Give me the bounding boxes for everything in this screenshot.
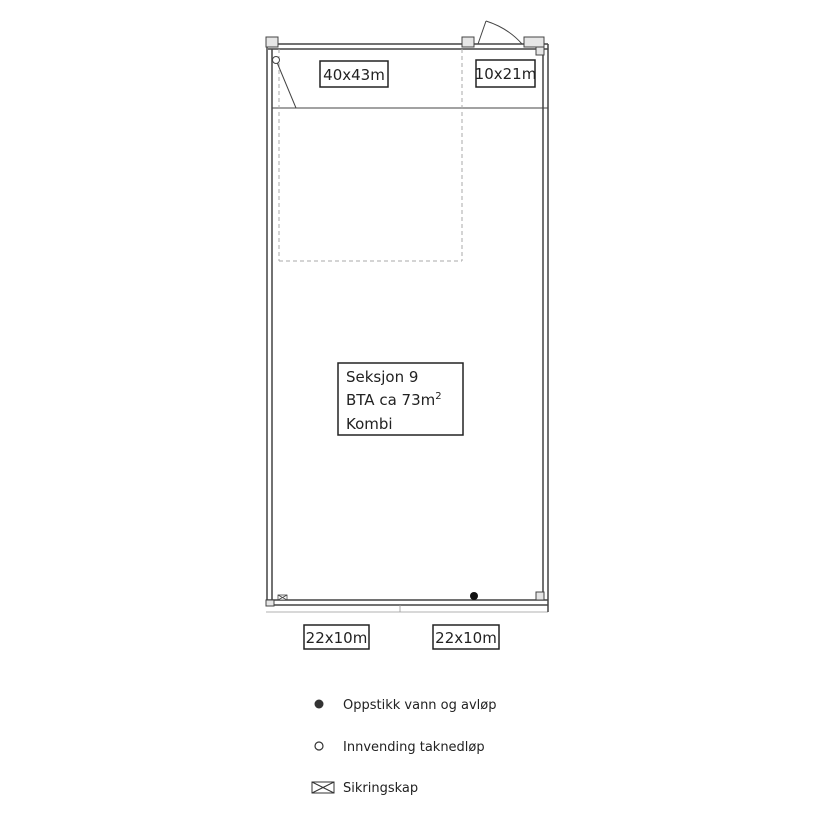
section-type: Kombi	[346, 415, 393, 433]
fuse-box-icon	[277, 594, 288, 601]
door-swing	[477, 20, 523, 45]
legend-item-water: Oppstikk vann og avløp	[314, 698, 497, 713]
svg-text:Oppstikk vann og avløp: Oppstikk vann og avløp	[343, 698, 497, 713]
door-label-bottom-right: 22x10m	[432, 624, 500, 650]
svg-text:10x21m: 10x21m	[475, 65, 537, 83]
legend: Oppstikk vann og avløp Innvending takned…	[311, 698, 497, 796]
svg-text:22x10m: 22x10m	[306, 629, 368, 647]
svg-text:40x43m: 40x43m	[323, 66, 385, 84]
water-outlet-icon	[470, 592, 478, 600]
svg-text:22x10m: 22x10m	[435, 629, 497, 647]
legend-item-drain: Innvending taknedløp	[314, 740, 485, 755]
hollow-circle-icon	[314, 741, 324, 751]
roof-drain-icon	[272, 56, 297, 109]
door-label-top-right: 10x21m	[475, 59, 537, 88]
fuse-box-legend-icon	[311, 781, 335, 794]
wall-posts	[265, 36, 545, 607]
filled-circle-icon	[314, 699, 324, 709]
section-area: BTA ca 73m2	[346, 391, 442, 409]
svg-text:Innvending taknedløp: Innvending taknedløp	[343, 740, 485, 755]
section-info-box: Seksjon 9 BTA ca 73m2 Kombi	[337, 362, 464, 436]
legend-item-fuse: Sikringskap	[311, 781, 418, 796]
overhead-door-outline	[278, 49, 463, 262]
section-name: Seksjon 9	[346, 368, 418, 386]
exterior-walls	[266, 43, 549, 613]
door-label-bottom-left: 22x10m	[303, 624, 370, 650]
door-label-top-left: 40x43m	[319, 60, 389, 88]
svg-text:Sikringskap: Sikringskap	[343, 781, 418, 796]
